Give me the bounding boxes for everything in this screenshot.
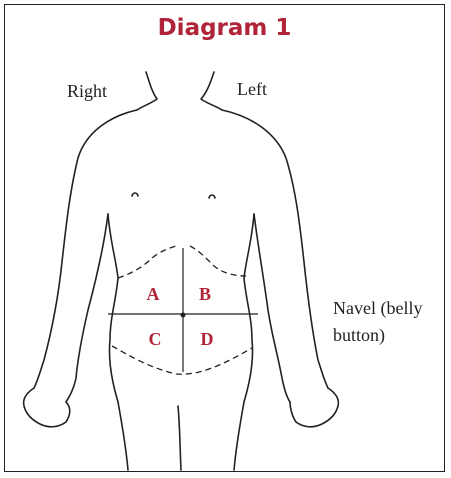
right-hand <box>290 388 338 427</box>
crotch-line <box>178 406 181 470</box>
right-nipple <box>132 193 138 196</box>
lower-abdomen-boundary <box>112 346 252 374</box>
left-arm-outer <box>34 110 137 388</box>
right-leg <box>234 402 244 470</box>
neck-right <box>201 72 222 110</box>
left-hand <box>24 388 70 427</box>
quadrant-a-label: A <box>147 284 160 304</box>
torso-right <box>244 214 254 402</box>
left-arm-inner <box>66 214 108 402</box>
torso-left <box>108 214 118 402</box>
right-arm-inner <box>254 214 290 402</box>
quadrant-b-label: B <box>199 284 211 304</box>
left-leg <box>118 402 128 470</box>
left-nipple <box>209 195 215 198</box>
quadrant-c-label: C <box>149 329 162 349</box>
neck-left <box>137 72 157 110</box>
upper-abdomen-boundary <box>118 246 176 278</box>
quadrant-d-label: D <box>201 329 214 349</box>
upper-abdomen-boundary-right <box>190 246 246 276</box>
navel-dot <box>181 313 186 318</box>
